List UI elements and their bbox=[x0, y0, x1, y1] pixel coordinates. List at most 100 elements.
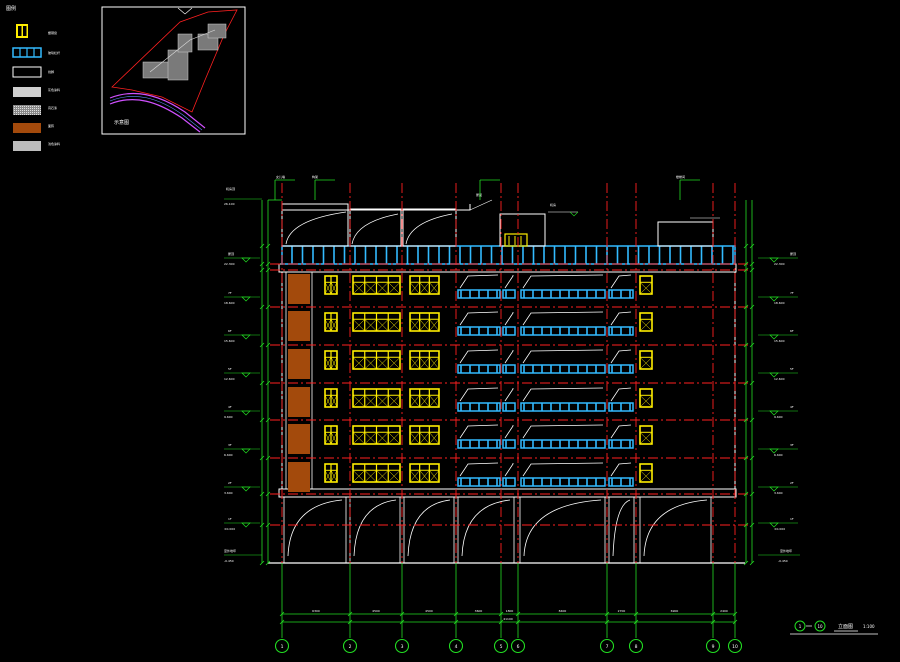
level-elevation: -0.450 bbox=[224, 559, 234, 563]
window bbox=[352, 312, 401, 332]
levels-right: 屋顶22.3007F18.6006F15.6005F12.6004F9.6003… bbox=[758, 251, 800, 563]
level-elevation: 15.600 bbox=[774, 339, 785, 343]
window bbox=[409, 350, 440, 370]
ground-frame-curve bbox=[353, 499, 397, 557]
window-hatch bbox=[388, 319, 401, 332]
window-hatch bbox=[409, 357, 420, 370]
axis-bubble bbox=[727, 638, 743, 654]
legend-swatch-paint-grey bbox=[13, 87, 41, 97]
legend-title: 图例 bbox=[6, 5, 16, 12]
window-hatch bbox=[352, 319, 365, 332]
window bbox=[352, 350, 401, 370]
balcony-rail bbox=[520, 439, 606, 449]
dim-tick bbox=[749, 417, 755, 423]
dim-tick bbox=[743, 380, 749, 386]
level-name: 7F bbox=[790, 291, 794, 295]
window-hatch bbox=[330, 282, 338, 295]
window bbox=[639, 463, 653, 483]
window-hatch bbox=[388, 357, 401, 370]
window-hatch bbox=[388, 395, 401, 408]
level-name: 室外地坪 bbox=[780, 548, 792, 553]
dim-tick bbox=[265, 380, 271, 386]
dim-tick bbox=[265, 261, 271, 267]
balcony-shade bbox=[610, 349, 632, 364]
window bbox=[352, 425, 401, 445]
window-hatch bbox=[330, 319, 338, 332]
balcony-shade bbox=[522, 424, 604, 439]
grid-axis-bubble-icon: 3 bbox=[394, 638, 410, 654]
balcony-shade bbox=[522, 274, 604, 289]
axis-label: 3 bbox=[401, 644, 404, 650]
window-hatch bbox=[419, 357, 430, 370]
level-elevation: ±0.000 bbox=[224, 527, 235, 531]
dim-tick bbox=[453, 619, 459, 625]
window-hatch bbox=[388, 282, 401, 295]
dim-tick bbox=[749, 304, 755, 310]
ground-frame-curve bbox=[643, 499, 708, 557]
machine-room bbox=[499, 213, 546, 247]
dim-tick bbox=[259, 560, 265, 566]
dim-tick bbox=[259, 261, 265, 267]
level-name: 3F bbox=[790, 443, 794, 447]
window-hatch bbox=[330, 357, 338, 370]
axis-label: 6 bbox=[517, 644, 520, 650]
axis-bubble bbox=[705, 638, 721, 654]
balcony-shade bbox=[522, 349, 604, 364]
dim-tick bbox=[265, 522, 271, 528]
level-elevation: 3.600 bbox=[224, 491, 233, 495]
dim-tick bbox=[259, 455, 265, 461]
balcony-rail bbox=[520, 477, 606, 487]
window bbox=[639, 388, 653, 408]
window-hatch bbox=[352, 357, 365, 370]
window-hatch bbox=[419, 395, 430, 408]
level-marker-icon bbox=[569, 211, 579, 217]
window-frame bbox=[409, 275, 440, 295]
dim-tick bbox=[259, 304, 265, 310]
grid-axis-bubble-icon: 1 bbox=[274, 638, 290, 654]
level-marker-icon: 1F±0.000 bbox=[758, 517, 798, 531]
window-hatch bbox=[639, 282, 653, 295]
balcony-shade bbox=[522, 387, 604, 402]
dim-tick bbox=[749, 243, 755, 249]
dim-tick bbox=[347, 619, 353, 625]
dim-tick bbox=[265, 304, 271, 310]
level-name: 2F bbox=[228, 481, 232, 485]
level-name: 6F bbox=[228, 329, 232, 333]
dim-tick bbox=[515, 611, 521, 617]
balcony-rail bbox=[520, 326, 606, 336]
level-triangle bbox=[241, 334, 251, 340]
grid-axis-bubble-icon: 1 bbox=[794, 620, 806, 632]
window-hatch bbox=[429, 357, 440, 370]
window bbox=[639, 312, 653, 332]
window-hatch bbox=[429, 319, 440, 332]
axis-bubble bbox=[493, 638, 509, 654]
dim-tick bbox=[604, 619, 610, 625]
window-hatch bbox=[330, 470, 338, 483]
dim-tick bbox=[498, 619, 504, 625]
window-frame bbox=[409, 350, 440, 370]
window-hatch bbox=[639, 432, 653, 445]
grid-axis-bubble-icon: 9 bbox=[705, 638, 721, 654]
dim-tick bbox=[279, 619, 285, 625]
dim-tick bbox=[259, 243, 265, 249]
level-name: 屋顶 bbox=[790, 251, 796, 256]
dim-tick bbox=[265, 342, 271, 348]
level-marker-icon: 室外地坪-0.450 bbox=[758, 548, 800, 563]
legend: 图例 塑钢窗 玻璃栏杆 线脚 灰色涂料 真石漆 面砖 浅色涂料 bbox=[6, 5, 60, 151]
window bbox=[352, 275, 401, 295]
level-triangle bbox=[241, 448, 251, 454]
level-name: 5F bbox=[790, 367, 794, 371]
ground-frame-curve bbox=[407, 499, 451, 557]
balcony bbox=[608, 387, 634, 412]
window bbox=[409, 425, 440, 445]
window-hatch bbox=[409, 432, 420, 445]
legend-label: 真石漆 bbox=[48, 105, 57, 110]
level-triangle bbox=[241, 372, 251, 378]
window-frame bbox=[409, 388, 440, 408]
bay-dimension: 8400 bbox=[559, 609, 567, 613]
grid-axis-bubble-icon: 8 bbox=[628, 638, 644, 654]
window bbox=[324, 388, 338, 408]
axis-label: 9 bbox=[712, 644, 715, 650]
